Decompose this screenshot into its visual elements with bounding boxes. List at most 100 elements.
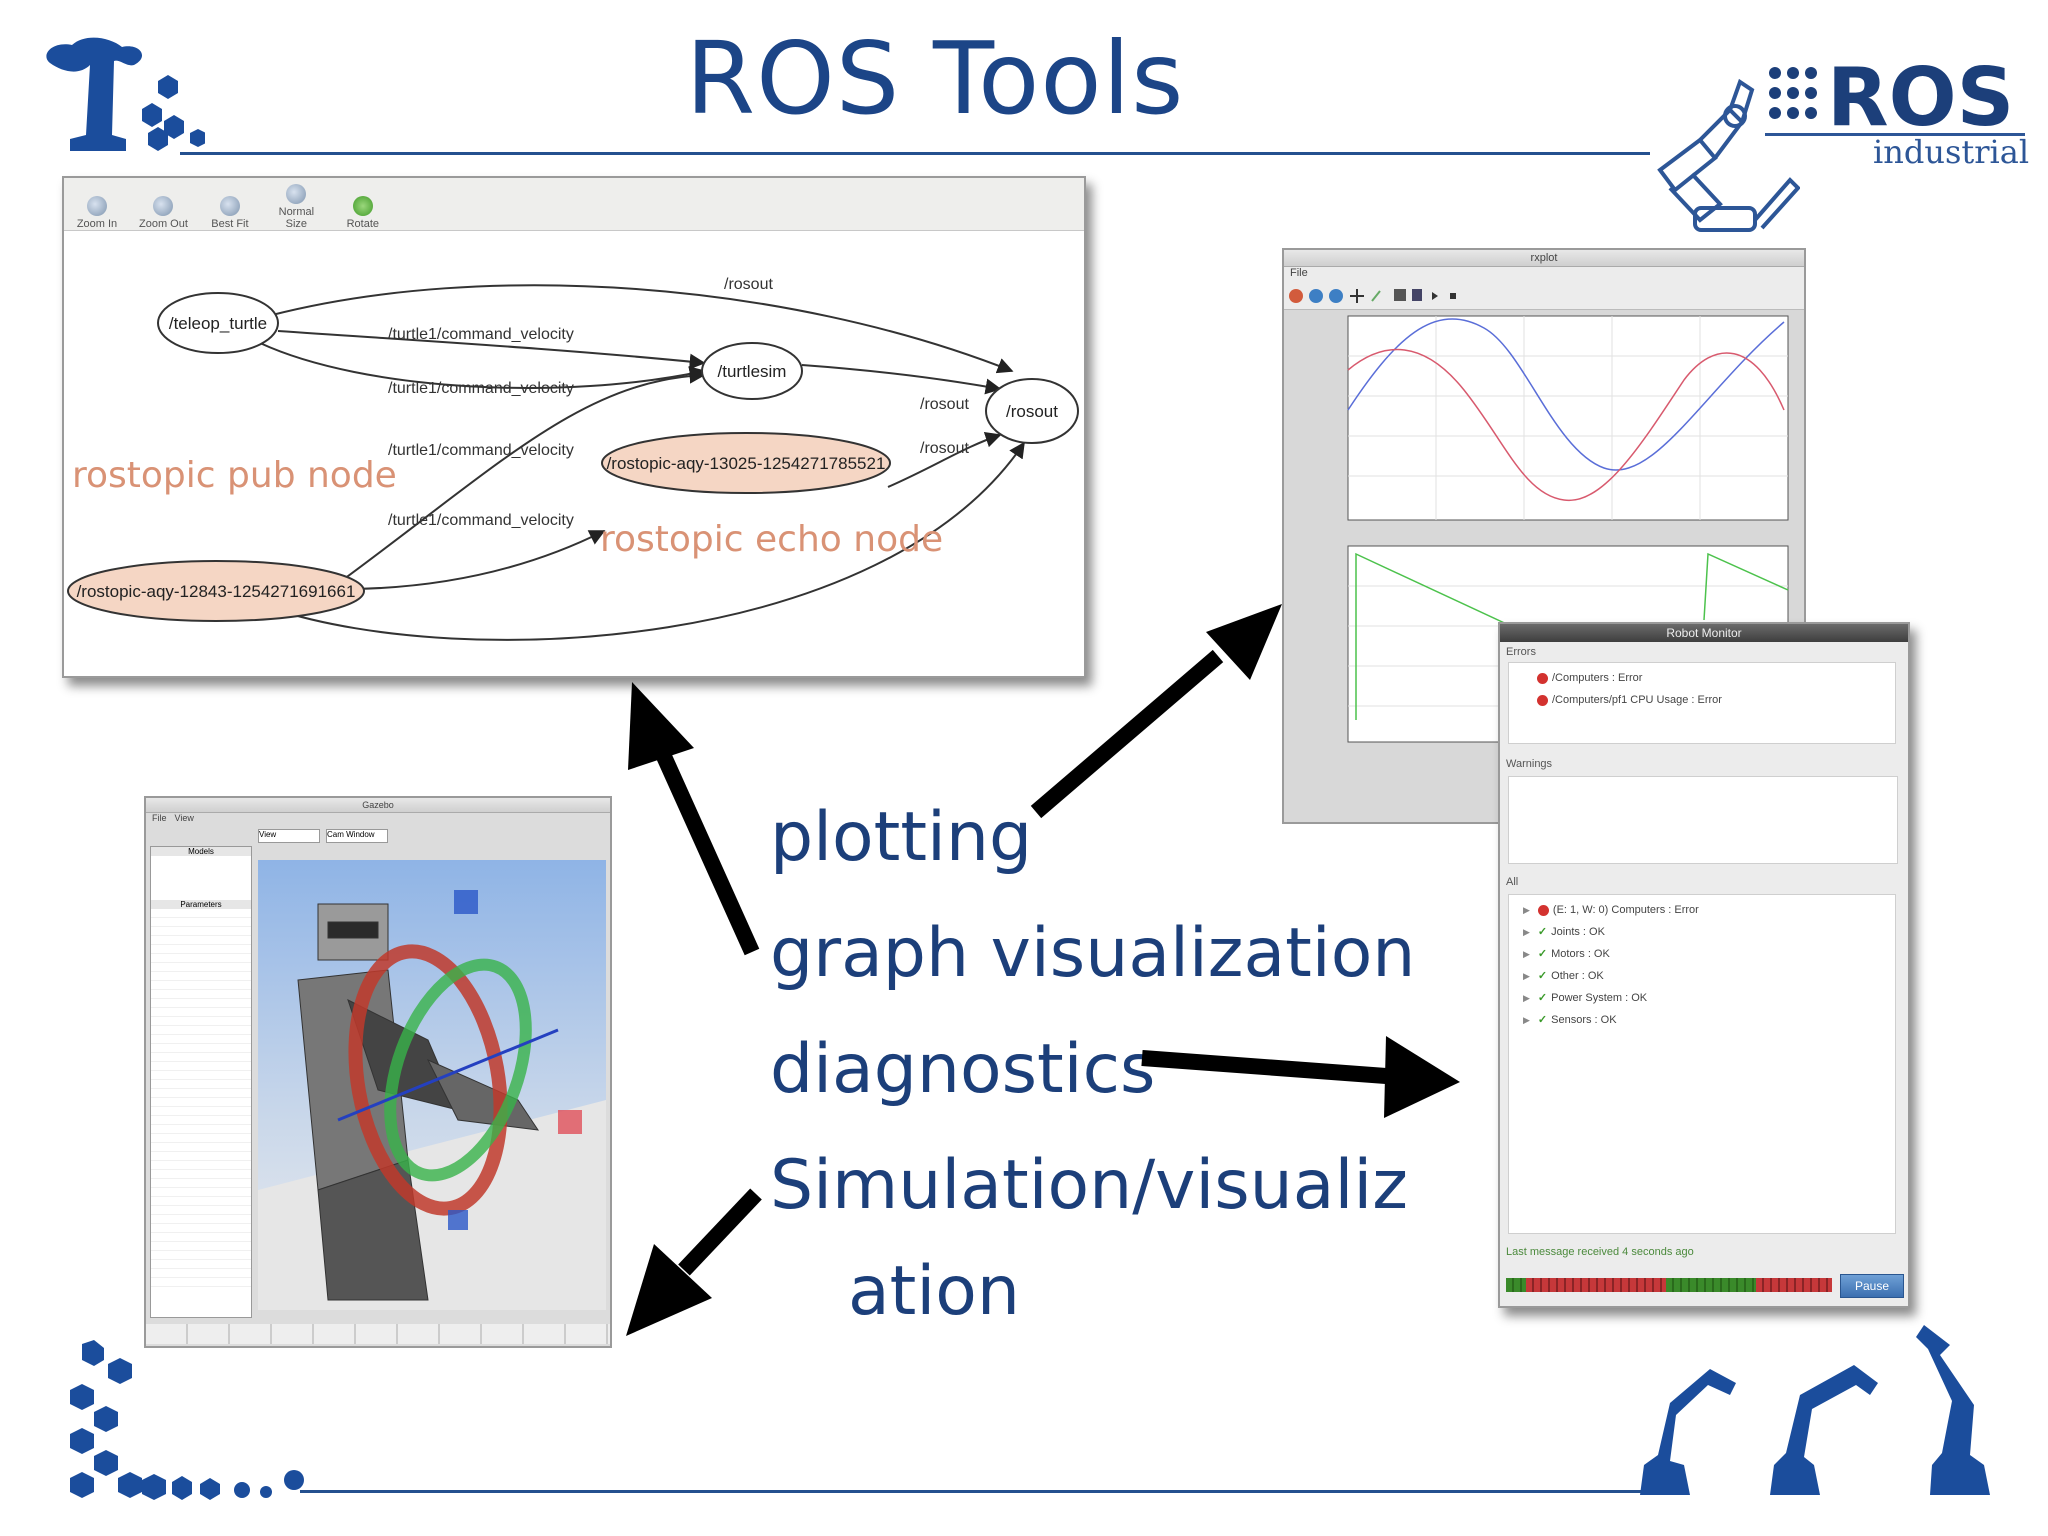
edge-teleop-rosout xyxy=(271,284,1014,374)
ok-check-icon: ✓ xyxy=(1537,992,1548,1004)
svg-text:/rostopic-aqy-12843-1254271691: /rostopic-aqy-12843-1254271691661 xyxy=(77,582,356,601)
node-echo[interactable] xyxy=(601,432,891,494)
stop-icon[interactable] xyxy=(1450,293,1456,299)
sim-menubar: File View xyxy=(146,813,610,825)
rotate-icon xyxy=(352,196,373,216)
node-turtlesim[interactable] xyxy=(701,342,803,400)
params-header: Parameters xyxy=(151,900,251,909)
tree-item-sensors[interactable]: ▶✓Sensors : OK xyxy=(1523,1014,1617,1026)
plot-titlebar: rxplot xyxy=(1284,250,1804,267)
edge-label-rosout-a: /rosout xyxy=(920,396,969,413)
configure-icon[interactable] xyxy=(1394,289,1406,301)
ri-logo-icon xyxy=(46,37,205,151)
ros-logo-text: ROS xyxy=(1827,51,2015,144)
tree-item-motors[interactable]: ▶✓Motors : OK xyxy=(1523,948,1610,960)
home-icon[interactable] xyxy=(1289,289,1303,303)
tree-item-joints[interactable]: ▶✓Joints : OK xyxy=(1523,926,1605,938)
expand-icon[interactable]: ▶ xyxy=(1523,993,1530,1003)
echo-node-caption: rostopic echo node xyxy=(600,519,943,560)
plot-menu[interactable]: File xyxy=(1284,267,1804,283)
bullet-graph-visualization: graph visualization xyxy=(770,914,1416,993)
zoom-out-button[interactable]: Zoom Out xyxy=(134,190,192,230)
play-icon[interactable] xyxy=(1432,292,1438,300)
node-rosout[interactable] xyxy=(985,378,1079,444)
ok-check-icon: ✓ xyxy=(1537,970,1548,982)
expand-icon[interactable]: ▶ xyxy=(1523,927,1530,937)
back-icon[interactable] xyxy=(1309,289,1323,303)
bullet-simulation: Simulation/visualiz xyxy=(770,1146,1408,1225)
edge-pub-rosout xyxy=(273,441,1025,641)
sim-view-dropdown[interactable]: View xyxy=(258,829,320,843)
arrow-to-monitor-head xyxy=(1384,1036,1460,1118)
normal-size-button[interactable]: Normal Size xyxy=(267,178,325,230)
edge-teleop-turtlesim-1 xyxy=(277,330,706,370)
edge-turtlesim-rosout xyxy=(801,364,1002,395)
message-timeline[interactable] xyxy=(1506,1278,1832,1292)
errors-list: /Computers : Error /Computers/pf1 CPU Us… xyxy=(1508,662,1896,744)
sim-3d-view[interactable] xyxy=(258,860,606,1310)
rotate-button[interactable]: Rotate xyxy=(334,190,392,230)
edge-pub-echo xyxy=(353,530,606,590)
arrow-to-sim xyxy=(678,1188,762,1276)
tree-item-other[interactable]: ▶✓Other : OK xyxy=(1523,970,1604,982)
arrow-to-graph xyxy=(654,748,760,956)
save-icon[interactable] xyxy=(1412,289,1422,301)
sim-menu-view[interactable]: View xyxy=(174,813,194,823)
zoom-in-icon xyxy=(87,196,107,216)
robot-monitor-window: Robot Monitor Errors /Computers : Error … xyxy=(1498,622,1910,1308)
error-item[interactable]: /Computers : Error xyxy=(1537,667,1895,689)
sim-titlebar: Gazebo xyxy=(146,798,610,813)
error-icon xyxy=(1537,672,1548,684)
pan-icon[interactable] xyxy=(1350,289,1364,303)
expand-icon[interactable]: ▶ xyxy=(1523,905,1530,915)
expand-icon[interactable]: ▶ xyxy=(1523,1015,1530,1025)
graph-toolbar: Zoom In Zoom Out Best Fit Normal Size Ro… xyxy=(64,178,1084,231)
bullet-diagnostics: diagnostics xyxy=(770,1030,1156,1109)
arrow-to-plot xyxy=(1030,649,1224,819)
ok-check-icon: ✓ xyxy=(1537,1014,1548,1026)
zoom-in-button[interactable]: Zoom In xyxy=(68,190,126,230)
monitor-titlebar: Robot Monitor xyxy=(1500,624,1908,642)
svg-text:/rosout: /rosout xyxy=(1006,402,1058,421)
node-teleop[interactable] xyxy=(157,292,279,354)
bullet-simulation-cont: ation xyxy=(848,1252,1020,1331)
sim-statusbar xyxy=(146,1324,610,1344)
tree-item-power[interactable]: ▶✓Power System : OK xyxy=(1523,992,1648,1004)
arrow-to-sim-head xyxy=(626,1244,712,1336)
logo-underline xyxy=(1765,133,2025,136)
error-item[interactable]: /Computers/pf1 CPU Usage : Error xyxy=(1537,689,1895,711)
bullet-plotting: plotting xyxy=(770,798,1033,877)
ok-check-icon: ✓ xyxy=(1537,926,1548,938)
pause-button[interactable]: Pause xyxy=(1840,1274,1904,1298)
zoom-icon[interactable] xyxy=(1371,290,1381,302)
edge-pub-turtlesim xyxy=(343,367,706,580)
arrow-to-monitor xyxy=(1141,1050,1387,1084)
ros-logo: ROS industrial xyxy=(1765,51,2035,175)
warnings-label: Warnings xyxy=(1506,758,1553,770)
bottom-rule xyxy=(300,1490,1660,1493)
edge-echo-rosout xyxy=(887,431,1002,488)
ros-industrial-robot-icon xyxy=(1657,78,1800,232)
title-rule xyxy=(180,152,1650,155)
expand-icon[interactable]: ▶ xyxy=(1523,949,1530,959)
node-pub[interactable] xyxy=(67,560,365,622)
forward-icon[interactable] xyxy=(1329,289,1343,303)
sim-sidebar: Models Parameters xyxy=(150,846,252,1318)
params-table[interactable] xyxy=(151,909,251,1289)
pub-node-caption: rostopic pub node xyxy=(72,455,397,496)
tree-item-computers[interactable]: ▶(E: 1, W: 0) Computers : Error xyxy=(1523,904,1699,916)
error-icon xyxy=(1537,694,1548,706)
best-fit-button[interactable]: Best Fit xyxy=(201,190,259,230)
expand-icon[interactable]: ▶ xyxy=(1523,971,1530,981)
plot-toolbar xyxy=(1284,283,1804,310)
robot-arms-icon xyxy=(1640,1325,1990,1495)
red-rotation-ring[interactable] xyxy=(336,940,519,1220)
hexagon-pattern-icon xyxy=(70,1340,304,1500)
monitor-status-text: Last message received 4 seconds ago xyxy=(1506,1246,1694,1258)
sim-cam-dropdown[interactable]: Cam Window xyxy=(326,829,388,843)
green-rotation-ring[interactable] xyxy=(364,946,552,1194)
edge-label-cmd-3: /turtle1/command_velocity xyxy=(388,442,574,459)
arrow-to-plot-head xyxy=(1206,604,1282,680)
sim-menu-file[interactable]: File xyxy=(152,813,167,823)
